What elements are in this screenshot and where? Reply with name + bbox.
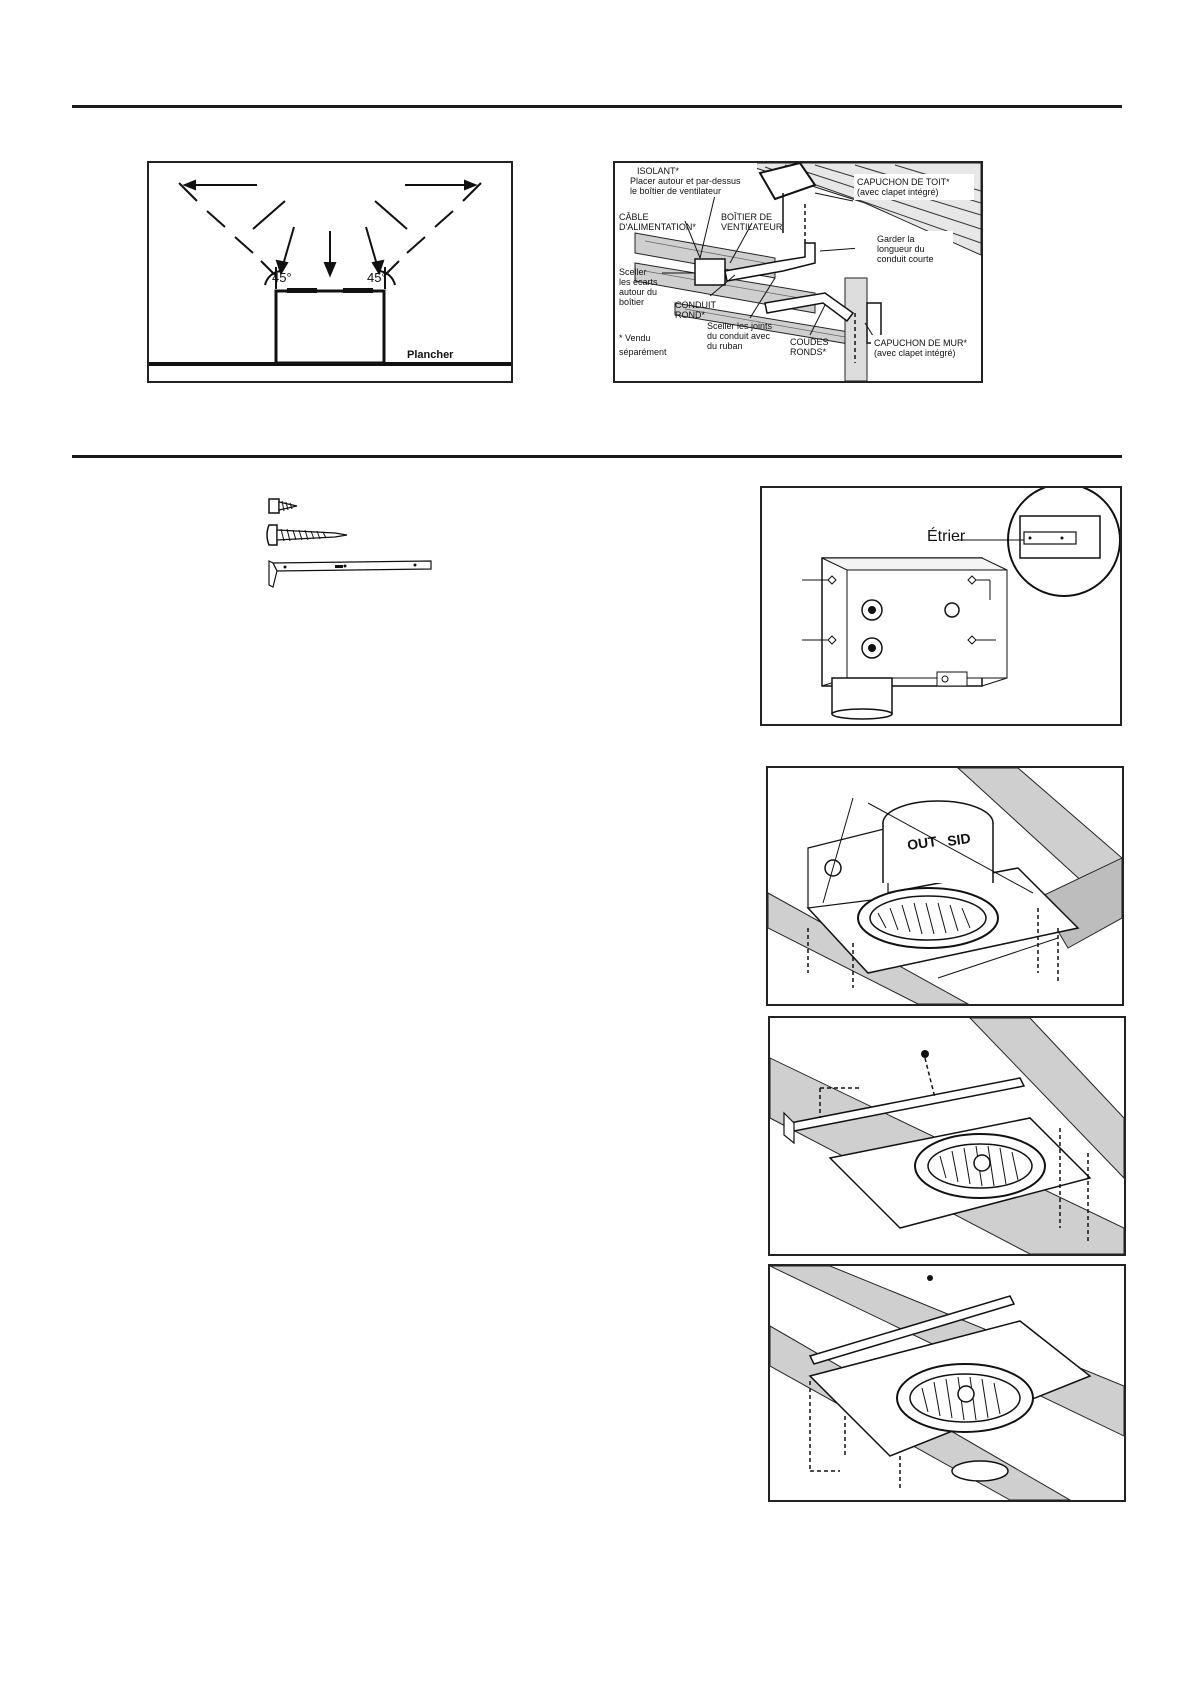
angle-left-label: 45° [272, 270, 292, 285]
roof-cap-label-1: CAPUCHON DE TOIT* [857, 177, 950, 187]
seal-joints-label-1: Sceller les joints [707, 321, 773, 331]
section-rule-middle [72, 455, 1122, 458]
sold-separately-label-1: * Vendu [619, 333, 651, 343]
seal-gaps-label-2: les écarts [619, 277, 658, 287]
mounting-bracket-icon [268, 560, 432, 588]
power-cable-label-1: CÂBLE [619, 212, 649, 222]
seal-gaps-label-3: autour du [619, 287, 657, 297]
wall-cap-label-2: (avec clapet intégré) [874, 348, 956, 358]
seal-gaps-label-4: boîtier [619, 297, 644, 307]
insulation-desc-1: Placer autour et par-dessus [630, 176, 741, 186]
insulation-desc-2: le boîtier de ventilateur [630, 186, 721, 196]
round-duct-label-2: ROND* [675, 310, 705, 320]
hardware-parts [265, 495, 445, 595]
install-diagram-bracket-rail [768, 1016, 1126, 1256]
install-diagram-final [768, 1264, 1126, 1502]
seal-joints-label-2: du conduit avec [707, 331, 771, 341]
keep-short-label-2: longueur du [877, 244, 925, 254]
insulation-title: ISOLANT* [637, 166, 680, 176]
housing-bracket-diagram: Étrier [760, 486, 1122, 726]
long-screw-icon [266, 524, 348, 546]
keep-short-label-3: conduit courte [877, 254, 934, 264]
keep-short-label-1: Garder la [877, 234, 915, 244]
bracket-label: Étrier [927, 526, 966, 545]
roof-cap-label-2: (avec clapet intégré) [857, 187, 939, 197]
short-screw-icon [268, 498, 298, 514]
duct-outside-text-2: SID [946, 830, 971, 849]
elbows-label-2: RONDS* [790, 347, 827, 357]
floor-label: Plancher [407, 349, 454, 361]
duct-outside-text-1: OUT [906, 833, 938, 853]
wall-cap-label-1: CAPUCHON DE MUR* [874, 338, 968, 348]
fan-housing-label-2: VENTILATEUR [721, 222, 783, 232]
angle-right-label: 45° [367, 270, 387, 285]
elbows-label-1: COUDES [790, 337, 829, 347]
ducting-diagram: ISOLANT* Placer autour et par-dessus le … [613, 161, 983, 383]
fan-housing-label-1: BOÎTIER DE [721, 212, 772, 222]
floor-airflow-diagram: 45° 45° Plancher [147, 161, 513, 383]
sold-separately-label-2: séparément [619, 347, 667, 357]
power-cable-label-2: D'ALIMENTATION* [619, 222, 696, 232]
section-rule-top [72, 105, 1122, 108]
install-diagram-joists: OUT SID [766, 766, 1124, 1006]
seal-gaps-label-1: Sceller [619, 267, 647, 277]
seal-joints-label-3: du ruban [707, 341, 743, 351]
round-duct-label-1: CONDUIT [675, 300, 716, 310]
